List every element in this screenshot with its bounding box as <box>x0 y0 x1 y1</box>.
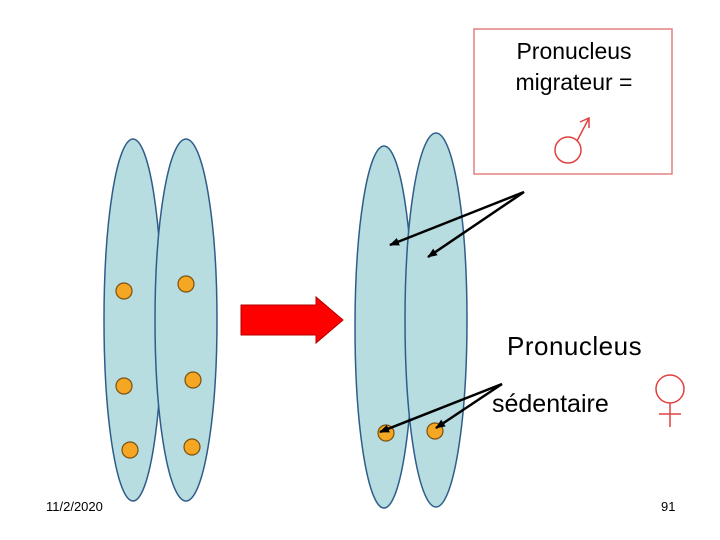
nucleus <box>115 282 133 300</box>
right-cell-2 <box>404 132 468 508</box>
female-symbol-icon <box>655 374 685 427</box>
left-cell-pair <box>103 138 218 502</box>
pointer-arrow <box>379 382 503 434</box>
nucleus <box>184 371 202 389</box>
sedentary-label-line1: Pronucleus <box>507 331 643 361</box>
sedentary-label-line2: sédentaire <box>492 390 609 418</box>
page-number: 91 <box>661 499 676 514</box>
migratory-label-line1: Pronucleus <box>516 38 632 64</box>
migratory-label-box <box>473 28 673 175</box>
pointer-arrow <box>389 190 525 247</box>
nucleus <box>121 441 139 459</box>
migratory-label-line2: migrateur = <box>515 69 633 95</box>
transition-arrow <box>240 295 344 345</box>
nucleus <box>183 438 201 456</box>
migratory-pronucleus-label: Pronucleus migrateur = <box>478 36 670 98</box>
sedentary-pointer-arrows <box>379 382 503 434</box>
male-symbol-icon <box>554 116 590 164</box>
nucleus <box>177 275 195 293</box>
left-nuclei <box>115 275 202 459</box>
pointer-arrow <box>427 190 525 259</box>
pointer-arrow <box>435 382 503 430</box>
right-cell-pair <box>354 132 468 509</box>
left-cell-2 <box>154 138 218 502</box>
footer-date: 11/2/2020 <box>46 499 103 514</box>
migratory-pointer-arrows <box>389 190 525 259</box>
nucleus <box>115 377 133 395</box>
